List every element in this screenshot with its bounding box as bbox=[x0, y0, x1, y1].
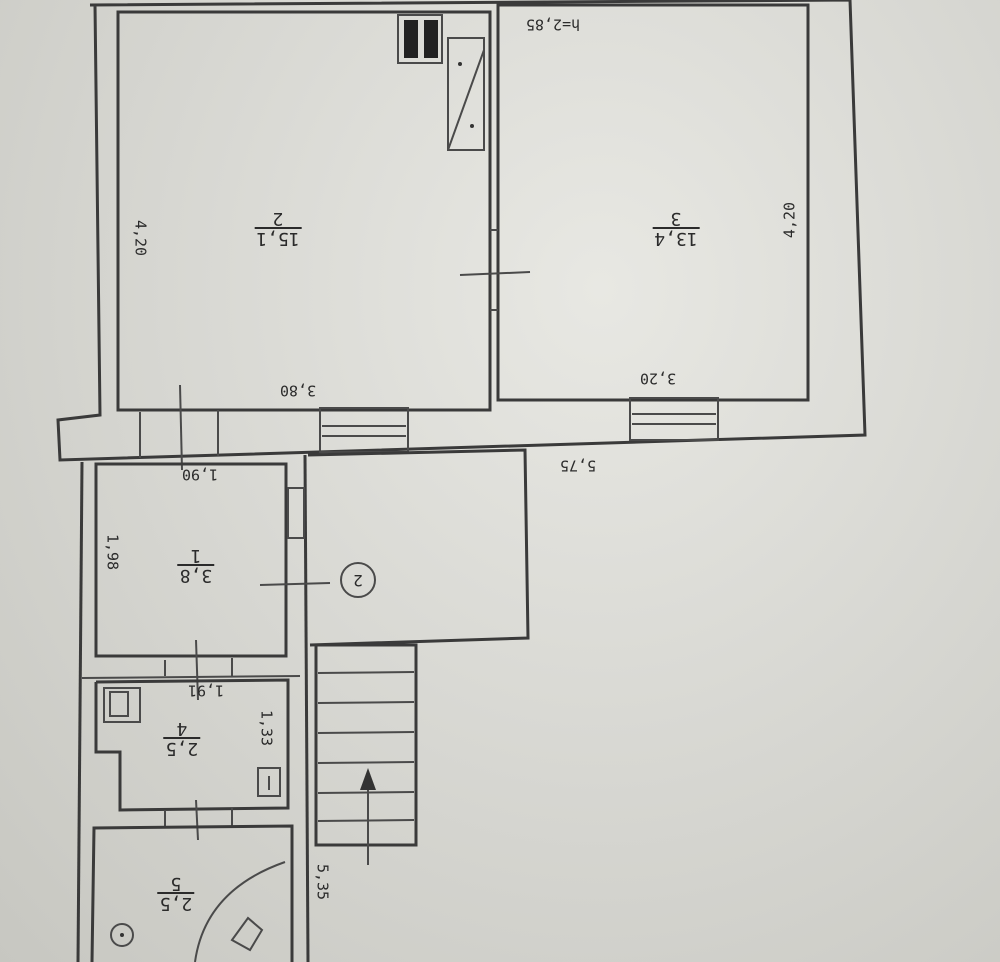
dim-5-35: 5,35 bbox=[313, 863, 332, 901]
stair-step-2 bbox=[317, 701, 415, 704]
toilet-fixture bbox=[103, 687, 141, 723]
stove-burner-1 bbox=[404, 20, 418, 58]
room-1-area: 3,8 bbox=[177, 564, 215, 586]
door-band bbox=[179, 384, 183, 471]
window-room-2 bbox=[319, 407, 409, 453]
dim-1-33: 1,33 bbox=[257, 709, 276, 747]
room-1-window bbox=[287, 487, 305, 539]
room-4-area: 2,5 bbox=[163, 737, 201, 759]
sink-counter bbox=[447, 37, 485, 151]
room-2-walls bbox=[116, 10, 492, 412]
stair-step-6 bbox=[317, 819, 415, 822]
room-1-walls bbox=[94, 462, 288, 658]
stove-fixture bbox=[397, 14, 443, 64]
room-3-walls bbox=[496, 3, 810, 402]
dim-3-20: 3,20 bbox=[639, 369, 677, 388]
door-room-1 bbox=[259, 582, 331, 586]
hall-walls bbox=[307, 448, 530, 647]
outer-wall-top bbox=[56, 0, 867, 462]
toilet-bowl bbox=[109, 691, 129, 717]
room-2-area: 15,1 bbox=[254, 227, 302, 249]
room-3-area: 13,4 bbox=[652, 227, 700, 249]
marker-number: 2 bbox=[353, 571, 363, 590]
dim-1-98: 1,98 bbox=[103, 533, 122, 571]
stair-step-1 bbox=[317, 671, 415, 674]
room-5-number: 5 bbox=[170, 873, 182, 894]
door-2-3 bbox=[459, 271, 531, 276]
room-2-number: 2 bbox=[272, 208, 284, 229]
stair-step-5 bbox=[317, 791, 415, 794]
washbasin-fixture bbox=[257, 767, 281, 797]
sink-dot-1 bbox=[458, 62, 462, 66]
shower-head bbox=[230, 916, 264, 952]
stairs-outline bbox=[314, 643, 418, 847]
stair-step-4 bbox=[317, 761, 415, 764]
room-5-area: 2,5 bbox=[157, 892, 195, 914]
dim-1-91: 1,91 bbox=[187, 681, 225, 700]
dim-5-75: 5,75 bbox=[559, 456, 597, 475]
door-room-4 bbox=[195, 639, 199, 701]
room-5-walls bbox=[90, 824, 294, 962]
shower-arc bbox=[194, 861, 286, 962]
room-4-walls bbox=[94, 678, 290, 812]
lower-outer-right bbox=[303, 454, 310, 962]
drain-fixture bbox=[110, 923, 134, 947]
band-lower bbox=[81, 675, 301, 679]
drain-dot bbox=[120, 933, 124, 937]
ceiling-height-label: h=2,85 bbox=[525, 15, 581, 34]
dim-left-4-20: 4,20 bbox=[131, 219, 150, 257]
marker-circle bbox=[340, 562, 376, 598]
room-1-number: 1 bbox=[190, 545, 202, 566]
sink-diagonal bbox=[447, 49, 485, 151]
stair-step-3 bbox=[317, 731, 415, 734]
stove-burner-2 bbox=[424, 20, 438, 58]
door-room-5 bbox=[195, 799, 199, 841]
dim-1-90: 1,90 bbox=[181, 465, 219, 484]
window-room-3 bbox=[629, 397, 719, 441]
room-3-number: 3 bbox=[670, 208, 682, 229]
lower-outer-left bbox=[76, 461, 84, 962]
stair-arrow-head bbox=[360, 768, 376, 790]
dim-right-4-20: 4,20 bbox=[780, 201, 799, 239]
sink-dot-2 bbox=[470, 124, 474, 128]
room-4-number: 4 bbox=[176, 718, 188, 739]
dim-3-80: 3,80 bbox=[279, 381, 317, 400]
